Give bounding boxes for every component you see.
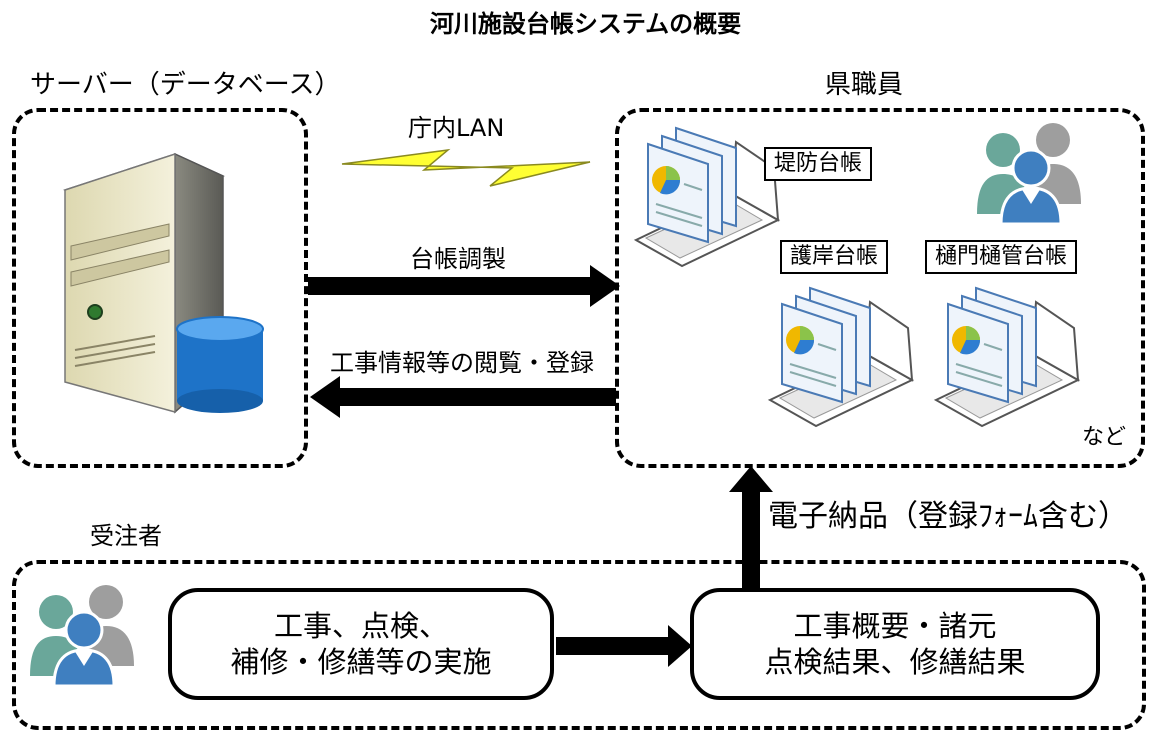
server-box xyxy=(12,108,308,468)
ledger-label-embankment: 堤防台帳 xyxy=(764,147,873,182)
flow-label-ledger: 台帳調製 xyxy=(410,245,506,273)
results-line-1: 工事概要・諸元 xyxy=(793,608,997,643)
ledger-arrow xyxy=(308,265,773,667)
people-icon xyxy=(30,585,134,688)
ledger-label-sluice: 樋門樋管台帳 xyxy=(925,240,1078,275)
server-icon xyxy=(63,152,226,414)
laptop-icon xyxy=(767,286,915,428)
work-line-2: 補修・修繕等の実施 xyxy=(230,645,492,679)
database-icon xyxy=(176,316,264,413)
server-label: サーバー（データベース） xyxy=(30,70,341,100)
etc-label: など xyxy=(1082,425,1127,450)
work-line-1: 工事、点検、 xyxy=(273,608,448,643)
lightning-icon xyxy=(341,148,591,187)
contractor-label: 受注者 xyxy=(90,522,162,550)
work-box: 工事、点検、 補修・修繕等の実施 xyxy=(168,588,554,700)
results-box: 工事概要・諸元 点検結果、修繕結果 xyxy=(690,588,1100,700)
staff-label: 県職員 xyxy=(825,70,904,100)
flow-label-delivery: 電子納品（登録ﾌｫｰﾑ含む） xyxy=(768,499,1128,534)
page-title: 河川施設台帳システムの概要 xyxy=(429,10,742,38)
network-label: 庁内LAN xyxy=(408,114,505,142)
ledger-label-revetment: 護岸台帳 xyxy=(780,240,889,275)
flow-label-browse: 工事情報等の閲覧・登録 xyxy=(330,349,594,377)
results-line-2: 点検結果、修繕結果 xyxy=(764,645,1026,679)
laptop-icon xyxy=(933,286,1081,428)
people-icon xyxy=(977,123,1081,226)
